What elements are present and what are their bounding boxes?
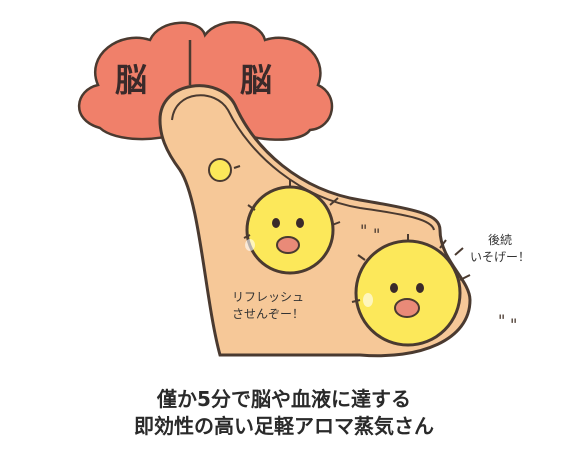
middle-chick <box>243 180 341 275</box>
caption: 僅か5分で脳や血液に達する 即効性の高い足軽アロマ蒸気さん <box>0 386 568 440</box>
speech-middle-line1: リフレッシュ <box>231 290 304 304</box>
speech-middle: リフレッシュ させんぞー！ <box>218 289 318 323</box>
speech-right-line2: いそげー！ <box>469 250 530 264</box>
speech-right-line1: 後続 <box>487 233 512 247</box>
motion-marks-4: " <box>510 315 517 334</box>
motion-marks-3: " <box>498 311 505 330</box>
small-chick <box>208 158 241 182</box>
caption-line2: 即効性の高い足軽アロマ蒸気さん <box>134 414 434 438</box>
brain-left-label: 脳 <box>115 61 148 99</box>
right-chick <box>351 234 471 347</box>
brain-right-label: 脳 <box>240 61 273 99</box>
motion-marks-2: " <box>373 225 380 244</box>
caption-line1: 僅か5分で脳や血液に達する <box>157 387 411 411</box>
speech-middle-line2: させんぞー！ <box>231 307 304 321</box>
speech-right: 後続 いそげー！ <box>455 232 545 266</box>
motion-marks-1: " <box>360 221 367 240</box>
